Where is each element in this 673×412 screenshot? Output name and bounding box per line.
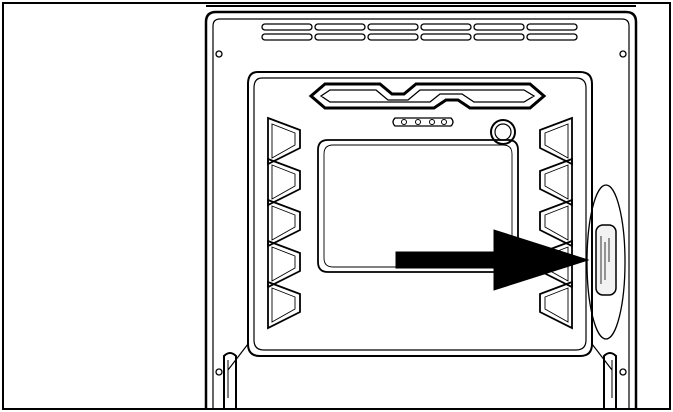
ellipse-highlight-icon (586, 184, 626, 340)
left-rack-rib (267, 198, 301, 248)
top-vent-slots (261, 23, 578, 41)
right-rack-rib (539, 157, 573, 207)
vent-slot (473, 23, 525, 41)
left-rack-rib (267, 157, 301, 207)
right-rack-rib (539, 116, 573, 166)
screw-top-left (215, 50, 223, 58)
oven-lamp-icon (490, 119, 516, 145)
door-hinge-left (215, 352, 237, 409)
oven-front (204, 5, 638, 409)
left-rack-rib (267, 116, 301, 166)
left-rack-rib (267, 239, 301, 289)
screw-top-right (619, 50, 627, 58)
grill-heating-element (308, 82, 547, 127)
vent-slot (314, 23, 366, 41)
right-rack-rib (539, 198, 573, 248)
vent-slot (420, 23, 472, 41)
right-rack-rib (539, 280, 573, 330)
rating-plate (595, 224, 617, 296)
left-side-rack (267, 116, 301, 330)
vent-slot (261, 23, 313, 41)
door-hinge-right (603, 352, 627, 409)
oven-cavity (227, 71, 613, 371)
arrow-right-icon (395, 229, 590, 291)
vent-slot (367, 23, 419, 41)
left-rack-rib (267, 280, 301, 330)
vent-slot (526, 23, 578, 41)
